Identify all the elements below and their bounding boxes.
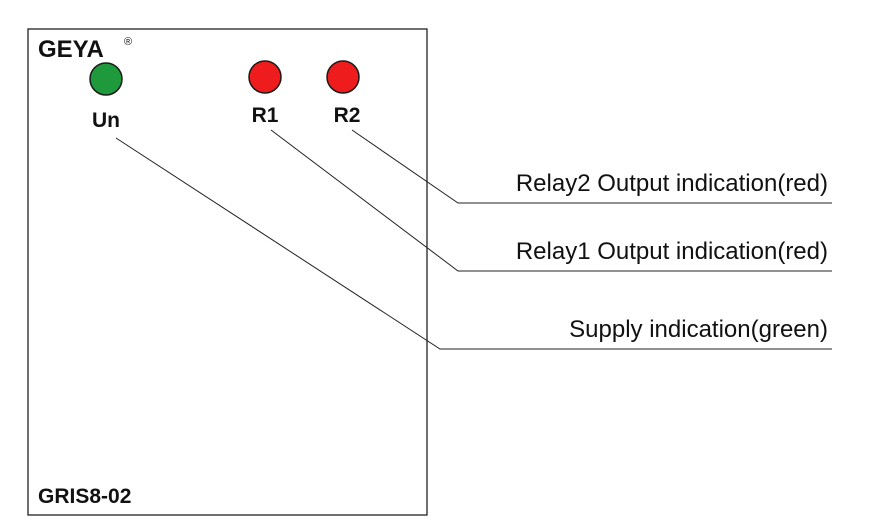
leader-line-supply xyxy=(115,137,832,350)
callout-relay2: Relay2 Output indication(red) xyxy=(516,170,828,197)
led-r1-red xyxy=(248,60,282,94)
led-r2-red xyxy=(326,60,360,94)
led-label-r1: R1 xyxy=(252,104,279,127)
leader-line-relay2 xyxy=(351,129,832,204)
registered-mark: ® xyxy=(124,36,132,48)
callout-relay1: Relay1 Output indication(red) xyxy=(516,238,828,265)
brand-logo: GEYA xyxy=(38,36,104,63)
callout-supply: Supply indication(green) xyxy=(569,316,828,343)
device-panel xyxy=(27,28,428,516)
leader-line-relay1 xyxy=(270,129,832,272)
led-label-un: Un xyxy=(92,109,120,132)
model-label: GRIS8-02 xyxy=(38,485,131,508)
led-un-green xyxy=(89,62,123,96)
led-label-r2: R2 xyxy=(334,104,361,127)
